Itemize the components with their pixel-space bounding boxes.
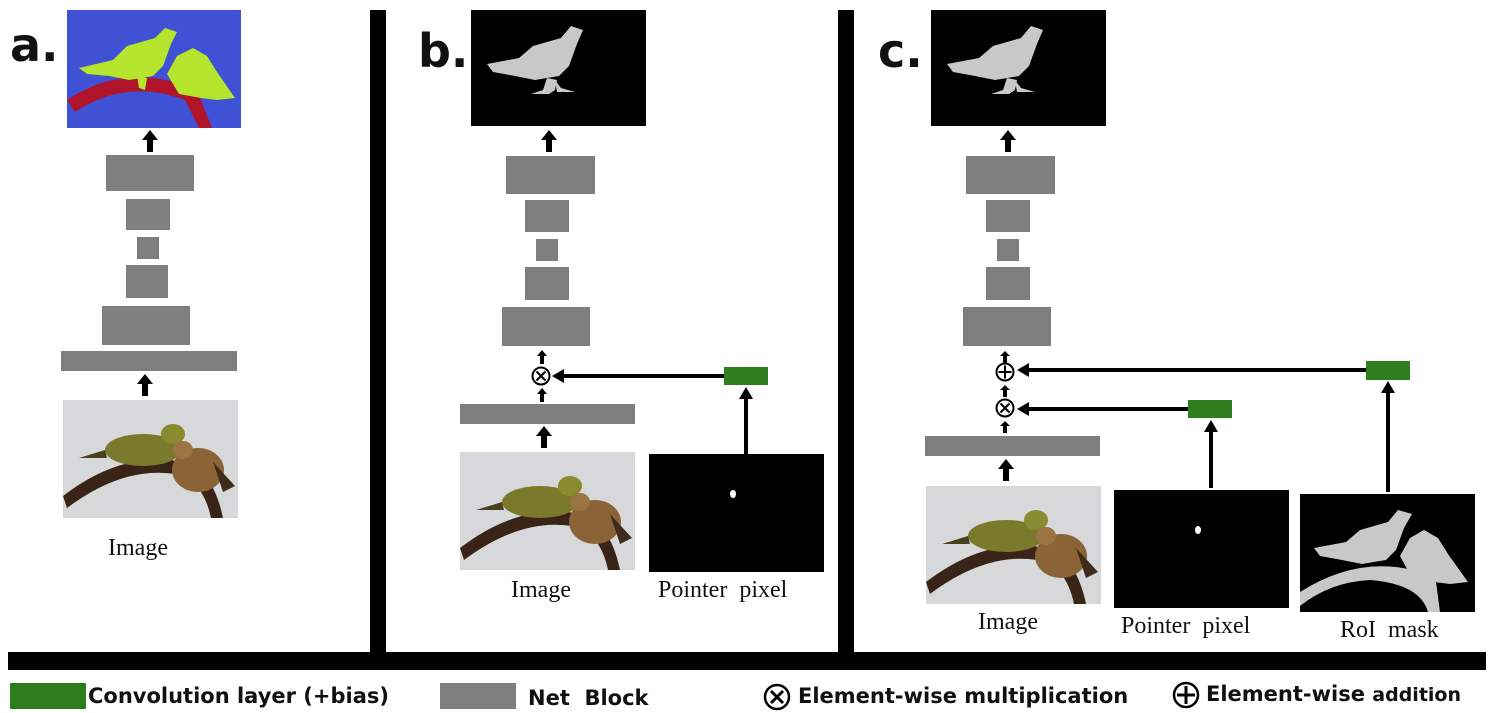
small-up-arrow [536, 388, 548, 402]
net-block [126, 199, 170, 230]
panel-b-pointer-pixel-image [649, 454, 824, 572]
panel-label-a: a. [10, 18, 59, 72]
net-block [536, 239, 558, 261]
net-block [460, 404, 635, 424]
panel-a-input-image [63, 400, 238, 518]
panel-c-pointer-caption: Pointer pixel [1121, 613, 1251, 639]
panel-c-mult-icon [995, 398, 1015, 418]
net-block [525, 267, 569, 300]
net-block [986, 200, 1030, 232]
panel-b-image-caption: Image [511, 577, 571, 603]
net-block [102, 306, 190, 345]
net-block [997, 239, 1019, 261]
net-block [506, 156, 595, 194]
panel-b-mask-output [471, 10, 646, 126]
small-up-arrow [999, 350, 1011, 363]
panel-c-add-icon [995, 362, 1015, 382]
net-block [137, 237, 159, 259]
panel-b-conv-to-mult-arrow [552, 369, 726, 383]
legend-add-label-tail: addition [1372, 684, 1461, 706]
net-block [61, 351, 237, 371]
panel-c-output-arrow [998, 130, 1018, 152]
panel-c-image-caption: Image [978, 609, 1038, 635]
legend-mult-label: Element-wise multiplication [798, 684, 1129, 708]
net-block [525, 200, 569, 232]
net-block [963, 307, 1051, 346]
net-block [502, 307, 590, 346]
panel-label-c: c. [878, 24, 923, 78]
legend-block-swatch [440, 683, 516, 709]
small-up-arrow [999, 384, 1011, 397]
panel-b-mult-icon [531, 366, 551, 386]
legend-block-label: Net Block [528, 686, 649, 710]
legend-add-label: Element-wise addition [1206, 684, 1461, 705]
panel-b-pointer-to-conv-arrow [739, 387, 753, 454]
panel-a-image-caption: Image [108, 535, 168, 561]
panel-c-mask-output [931, 10, 1106, 126]
net-block [986, 267, 1030, 300]
panel-c-input-image [926, 486, 1101, 604]
legend-divider [8, 652, 1486, 670]
panel-c-roi-conv-layer [1366, 361, 1410, 380]
small-up-arrow [536, 350, 548, 364]
panel-c-input-arrow [996, 459, 1016, 481]
panel-a-output-arrow [140, 130, 160, 152]
legend-add-icon [1172, 681, 1200, 709]
panel-a-segmentation-output [67, 10, 241, 128]
panel-divider-bc [838, 10, 854, 655]
panel-c-roi-conv-to-add-arrow [1017, 363, 1367, 377]
panel-c-pointer-conv-to-mult-arrow [1017, 402, 1189, 416]
small-up-arrow [999, 420, 1011, 433]
legend-add-label-main: Element-wise [1206, 682, 1365, 706]
panel-divider-ab [370, 10, 386, 655]
legend-conv-label: Convolution layer (+bias) [88, 684, 389, 708]
legend-conv-swatch [10, 683, 86, 709]
panel-c-roi-caption: RoI mask [1340, 617, 1439, 643]
panel-b-input-image [460, 452, 635, 570]
panel-b-pointer-caption: Pointer pixel [658, 577, 788, 603]
legend-mult-icon [763, 683, 791, 711]
panel-a-input-arrow [135, 374, 155, 396]
panel-b-conv-layer [724, 367, 768, 385]
panel-c-pointer-to-conv-arrow [1204, 420, 1218, 488]
panel-c-roi-to-conv-arrow [1381, 381, 1395, 492]
panel-label-b: b. [418, 24, 469, 78]
panel-c-roi-mask-image [1300, 494, 1475, 612]
panel-c-pointer-conv-layer [1188, 400, 1232, 418]
net-block [126, 265, 168, 298]
net-block [925, 436, 1100, 456]
panel-b-output-arrow [539, 130, 559, 152]
net-block [106, 155, 194, 191]
panel-c-pointer-pixel-image [1114, 490, 1289, 608]
net-block [966, 156, 1055, 194]
panel-b-input-arrow [534, 426, 554, 448]
